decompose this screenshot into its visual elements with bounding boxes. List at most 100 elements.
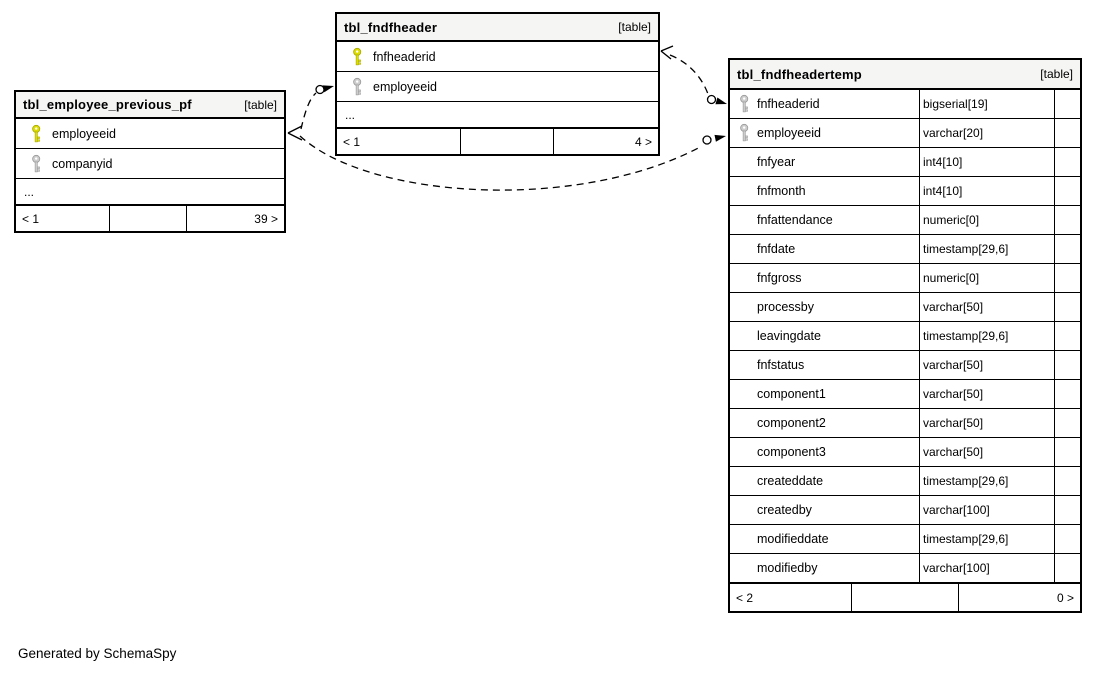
foreign-key-icon bbox=[352, 77, 363, 96]
column-name: component2 bbox=[757, 416, 826, 430]
spare-cell bbox=[1055, 380, 1080, 408]
spare-cell bbox=[1055, 409, 1080, 437]
column-name: employeeid bbox=[52, 126, 116, 141]
column-name: processby bbox=[757, 300, 814, 314]
column-name: modifiedby bbox=[757, 561, 818, 575]
nullable-circle-icon bbox=[706, 94, 717, 105]
column-name-cell: component3 bbox=[730, 438, 920, 466]
column-type: varchar[100] bbox=[920, 496, 1055, 524]
spare-cell bbox=[1055, 322, 1080, 350]
column-name: createddate bbox=[757, 474, 824, 488]
table-title[interactable]: tbl_fndfheader bbox=[344, 19, 438, 35]
column-name: leavingdate bbox=[757, 329, 821, 343]
column-name: fnfheaderid bbox=[373, 49, 436, 64]
column-name: fnfmonth bbox=[757, 184, 806, 198]
spare-cell bbox=[1055, 177, 1080, 205]
arrowhead-icon bbox=[714, 134, 726, 142]
column-type: int4[10] bbox=[920, 148, 1055, 176]
table-type-badge: [table] bbox=[618, 20, 651, 34]
foreign-key-icon bbox=[739, 94, 750, 114]
column-row: component1 varchar[50] bbox=[730, 380, 1080, 409]
entity-table-tbl_fndfheader: tbl_fndfheader [table] fnfheaderid employee… bbox=[335, 12, 660, 156]
entity-table-tbl_employee_previous_pf: tbl_employee_previous_pf [table] employeei… bbox=[14, 90, 286, 233]
spare-cell bbox=[1055, 467, 1080, 495]
column-name-cell: fnfdate bbox=[730, 235, 920, 263]
relationship-edge bbox=[660, 45, 727, 105]
column-row: fnfheaderid bigserial[19] bbox=[730, 90, 1080, 119]
table-type-badge: [table] bbox=[244, 97, 277, 112]
table-type-badge: [table] bbox=[1040, 67, 1073, 81]
column-row: createddate timestamp[29,6] bbox=[730, 467, 1080, 496]
column-name: fnfstatus bbox=[757, 358, 805, 372]
table-header: tbl_fndfheadertemp [table] bbox=[730, 60, 1080, 90]
column-name-cell: modifiedby bbox=[730, 554, 920, 582]
footer-middle-cell bbox=[461, 129, 554, 154]
column-row: companyid bbox=[16, 149, 284, 179]
spare-cell bbox=[1055, 90, 1080, 118]
more-columns-ellipsis: ... bbox=[16, 179, 284, 205]
column-type: timestamp[29,6] bbox=[920, 467, 1055, 495]
primary-key-icon bbox=[31, 124, 42, 143]
column-name: fnfgross bbox=[757, 271, 802, 285]
column-type: bigserial[19] bbox=[920, 90, 1055, 118]
nullable-circle-icon bbox=[702, 135, 712, 145]
column-name-cell: fnfstatus bbox=[730, 351, 920, 379]
arrowhead-icon bbox=[715, 97, 727, 105]
footer-middle-cell bbox=[852, 584, 959, 611]
column-name-cell: modifieddate bbox=[730, 525, 920, 553]
column-name-cell: createdby bbox=[730, 496, 920, 524]
entity-table-tbl_fndfheadertemp: tbl_fndfheadertemp [table] fnfheaderid bigs… bbox=[728, 58, 1082, 613]
primary-key-icon bbox=[352, 47, 363, 66]
column-type: timestamp[29,6] bbox=[920, 322, 1055, 350]
spare-cell bbox=[1055, 351, 1080, 379]
column-name: employeeid bbox=[757, 126, 821, 140]
column-row: modifiedby varchar[100] bbox=[730, 554, 1080, 583]
parents-count: < 2 bbox=[730, 584, 852, 611]
spare-cell bbox=[1055, 293, 1080, 321]
column-name-cell: createddate bbox=[730, 467, 920, 495]
column-name: createdby bbox=[757, 503, 812, 517]
more-columns-ellipsis: ... bbox=[337, 102, 658, 128]
column-row: createdby varchar[100] bbox=[730, 496, 1080, 525]
column-name-cell: fnfmonth bbox=[730, 177, 920, 205]
column-name-cell: fnfgross bbox=[730, 264, 920, 292]
nullable-circle-icon bbox=[315, 84, 325, 95]
column-row: fnfmonth int4[10] bbox=[730, 177, 1080, 206]
column-row: leavingdate timestamp[29,6] bbox=[730, 322, 1080, 351]
column-type: varchar[100] bbox=[920, 554, 1055, 582]
spare-cell bbox=[1055, 496, 1080, 524]
generated-by-note: Generated by SchemaSpy bbox=[18, 646, 177, 661]
column-name: companyid bbox=[52, 156, 113, 171]
table-title[interactable]: tbl_fndfheadertemp bbox=[737, 66, 862, 82]
children-count: 0 > bbox=[1056, 590, 1074, 605]
spare-cell bbox=[1055, 264, 1080, 292]
foreign-key-icon bbox=[739, 123, 750, 143]
column-row: employeeid bbox=[337, 72, 658, 102]
column-name-cell: employeeid bbox=[730, 119, 920, 147]
parents-count: < 1 bbox=[337, 129, 461, 154]
column-name: component1 bbox=[757, 387, 826, 401]
column-type: timestamp[29,6] bbox=[920, 525, 1055, 553]
column-type: int4[10] bbox=[920, 177, 1055, 205]
table-header: tbl_fndfheader [table] bbox=[337, 14, 658, 42]
column-name-cell: component1 bbox=[730, 380, 920, 408]
spare-cell bbox=[1055, 525, 1080, 553]
footer-middle-cell bbox=[110, 206, 187, 231]
spare-cell bbox=[1055, 235, 1080, 263]
table-header: tbl_employee_previous_pf [table] bbox=[16, 92, 284, 119]
crowsfoot-icon bbox=[287, 125, 303, 141]
column-type: varchar[50] bbox=[920, 380, 1055, 408]
table-title[interactable]: tbl_employee_previous_pf bbox=[23, 97, 192, 112]
spare-cell bbox=[1055, 148, 1080, 176]
column-name: fnfheaderid bbox=[757, 97, 820, 111]
column-row: fnfheaderid bbox=[337, 42, 658, 72]
